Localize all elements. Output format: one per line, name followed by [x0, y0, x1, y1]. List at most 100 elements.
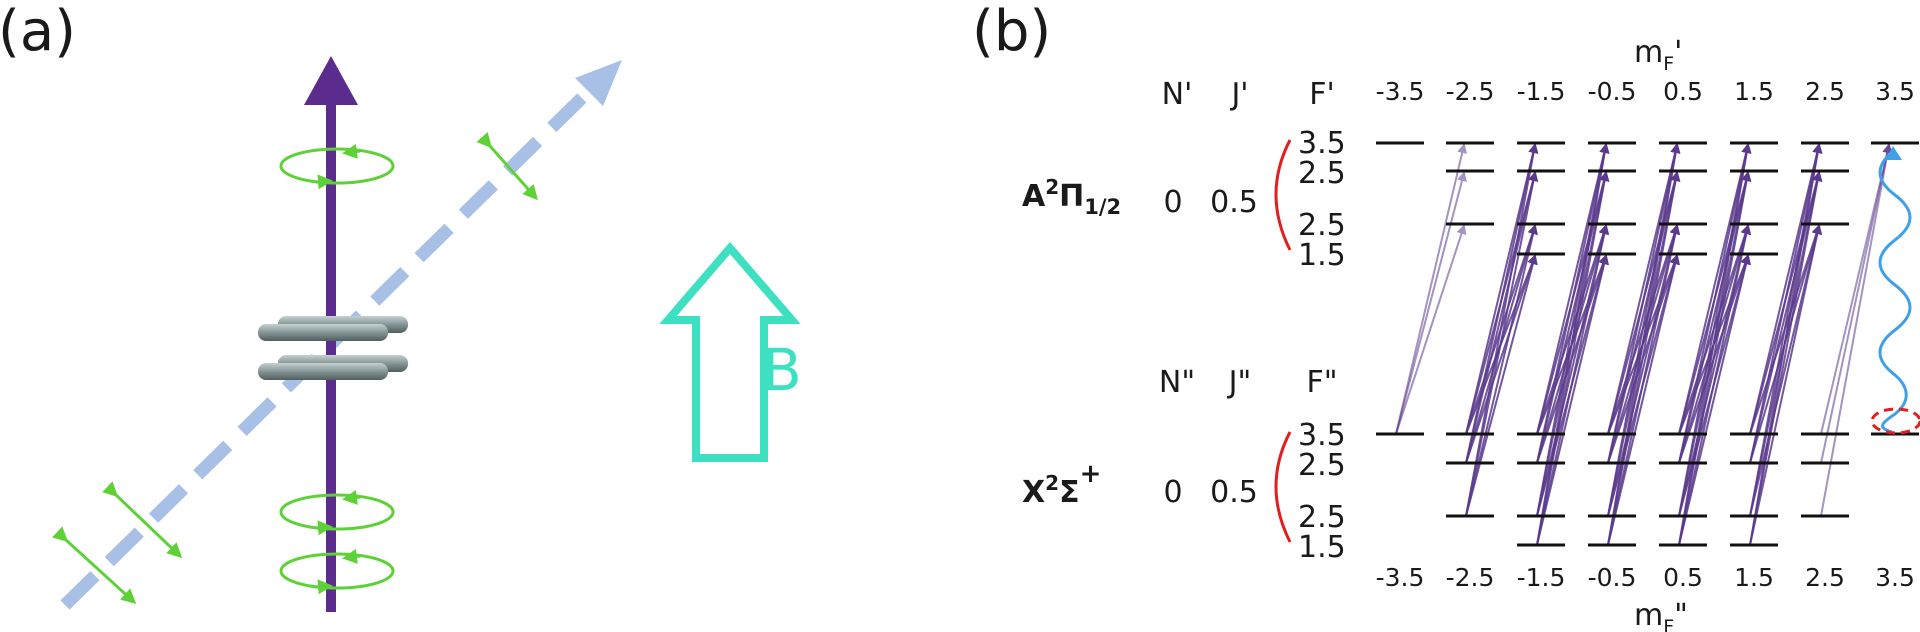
transition-arrow: [1465, 254, 1538, 517]
mf-tick-label: -2.5: [1446, 77, 1495, 106]
transition-arrow: [1395, 171, 1467, 435]
transition-arrow: [1678, 143, 1752, 464]
mf-upper-ticks: -3.5 -2.5 -1.5 -0.5 0.5 1.5 2.5 3.5: [1376, 77, 1915, 106]
energy-levels: [1376, 141, 1919, 547]
transition-arrow: [1607, 171, 1681, 464]
transition-arrows: [1395, 143, 1893, 546]
transition-arrow: [1820, 143, 1893, 517]
transition-arrow: [1678, 224, 1752, 517]
magnetic-field-label: B: [762, 336, 802, 404]
header-f-double-prime: F": [1306, 365, 1337, 400]
mf-tick-label: 0.5: [1663, 77, 1703, 106]
transition-arrow: [1820, 143, 1893, 435]
mf-tick-label: -3.5: [1376, 563, 1425, 592]
magnetic-field-arrow: [659, 241, 801, 462]
transition-arrow: [1536, 224, 1610, 517]
mf-tick-label: 1.5: [1734, 77, 1774, 106]
mf-tick-label: -3.5: [1376, 77, 1425, 106]
mf-tick-label: -1.5: [1517, 563, 1566, 592]
transition-arrow: [1607, 224, 1681, 546]
transition-arrow: [1465, 143, 1539, 464]
transition-arrow: [1607, 171, 1681, 546]
linear-polarization-icon: [102, 481, 183, 559]
mf-lower-ticks: -3.5 -2.5 -1.5 -0.5 0.5 1.5 2.5 3.5: [1376, 563, 1915, 592]
transition-arrow: [1536, 143, 1610, 435]
diagonal-laser-beam: [60, 60, 622, 610]
circular-polarization-icon: [279, 143, 395, 190]
mf-upper-axis-label: mF': [1634, 35, 1682, 75]
transition-arrow: [1749, 224, 1823, 517]
transition-arrow: [1536, 254, 1610, 546]
transition-arrow: [1465, 224, 1539, 517]
lower-j-value: 0.5: [1210, 475, 1258, 510]
emission-arrowhead-icon: [1885, 146, 1902, 160]
transition-arrow: [1749, 224, 1823, 546]
mf-tick-label: -2.5: [1446, 563, 1495, 592]
header-j-prime: J': [1229, 77, 1248, 112]
lower-state-label: X2Σ+: [1022, 459, 1101, 510]
circular-polarization-icon: [279, 489, 395, 536]
diagonal-beam-arrowhead: [575, 60, 622, 106]
circular-polarization-icon: [279, 548, 395, 595]
transition-arrow: [1465, 171, 1539, 517]
header-n-prime: N': [1162, 77, 1193, 112]
transition-arrow: [1536, 143, 1610, 464]
transition-arrow: [1465, 254, 1538, 464]
mf-tick-label: -0.5: [1588, 563, 1637, 592]
transition-arrow: [1749, 143, 1823, 435]
upper-f-bracket: [1274, 139, 1292, 251]
transition-arrow: [1607, 254, 1681, 546]
lower-f-label: 3.5: [1298, 418, 1346, 453]
lower-f-bracket: [1274, 431, 1292, 543]
lower-f-label: 1.5: [1298, 530, 1346, 565]
transition-arrow: [1607, 143, 1681, 464]
lower-f-label: 2.5: [1298, 448, 1346, 483]
transition-arrow: [1678, 143, 1752, 435]
mf-tick-label: 2.5: [1805, 563, 1845, 592]
panel-a-label: (a): [0, 0, 76, 64]
lower-n-value: 0: [1163, 475, 1182, 510]
transition-arrow: [1536, 224, 1610, 546]
transition-arrow: [1678, 254, 1752, 546]
transition-arrow: [1607, 143, 1681, 435]
header-n-double-prime: N": [1159, 365, 1195, 400]
upper-f-label: 1.5: [1298, 238, 1346, 273]
transition-arrow: [1678, 171, 1752, 464]
transition-arrow: [1465, 143, 1539, 435]
transition-arrow: [1678, 224, 1752, 546]
transition-arrow: [1749, 143, 1823, 464]
mf-tick-label: 3.5: [1875, 77, 1915, 106]
transition-arrow: [1465, 171, 1539, 464]
mf-tick-label: 2.5: [1805, 77, 1845, 106]
linear-polarization-icon: [476, 132, 538, 201]
upper-f-label: 2.5: [1298, 208, 1346, 243]
transition-arrow: [1607, 224, 1681, 517]
lower-f-label: 2.5: [1298, 500, 1346, 535]
upper-j-value: 0.5: [1210, 185, 1258, 220]
transition-arrow: [1749, 171, 1823, 546]
spontaneous-emission-wave: [1878, 148, 1912, 434]
mf-tick-label: 1.5: [1734, 563, 1774, 592]
upper-state-label: A2Π1/2: [1022, 175, 1121, 219]
mf-tick-label: 3.5: [1875, 563, 1915, 592]
mf-tick-label: -1.5: [1517, 77, 1566, 106]
transition-arrow: [1678, 171, 1752, 546]
mf-lower-axis-label: mF": [1634, 598, 1688, 632]
transition-arrow: [1536, 171, 1610, 546]
mf-tick-label: -0.5: [1588, 77, 1637, 106]
header-j-double-prime: J": [1227, 365, 1252, 400]
header-f-prime: F': [1309, 77, 1335, 112]
transition-arrow: [1395, 224, 1467, 435]
upper-f-label: 2.5: [1298, 156, 1346, 191]
transition-arrow: [1395, 143, 1468, 435]
transition-arrow: [1749, 171, 1823, 464]
vertical-beam-arrowhead: [304, 56, 358, 105]
electrode-plates: [258, 316, 408, 380]
linear-polarization-icon: [52, 526, 137, 605]
upper-f-label: 3.5: [1298, 126, 1346, 161]
upper-n-value: 0: [1163, 185, 1182, 220]
mf-tick-label: 0.5: [1663, 563, 1703, 592]
panel-b-label: (b): [972, 0, 1051, 64]
transition-arrow: [1820, 143, 1893, 464]
